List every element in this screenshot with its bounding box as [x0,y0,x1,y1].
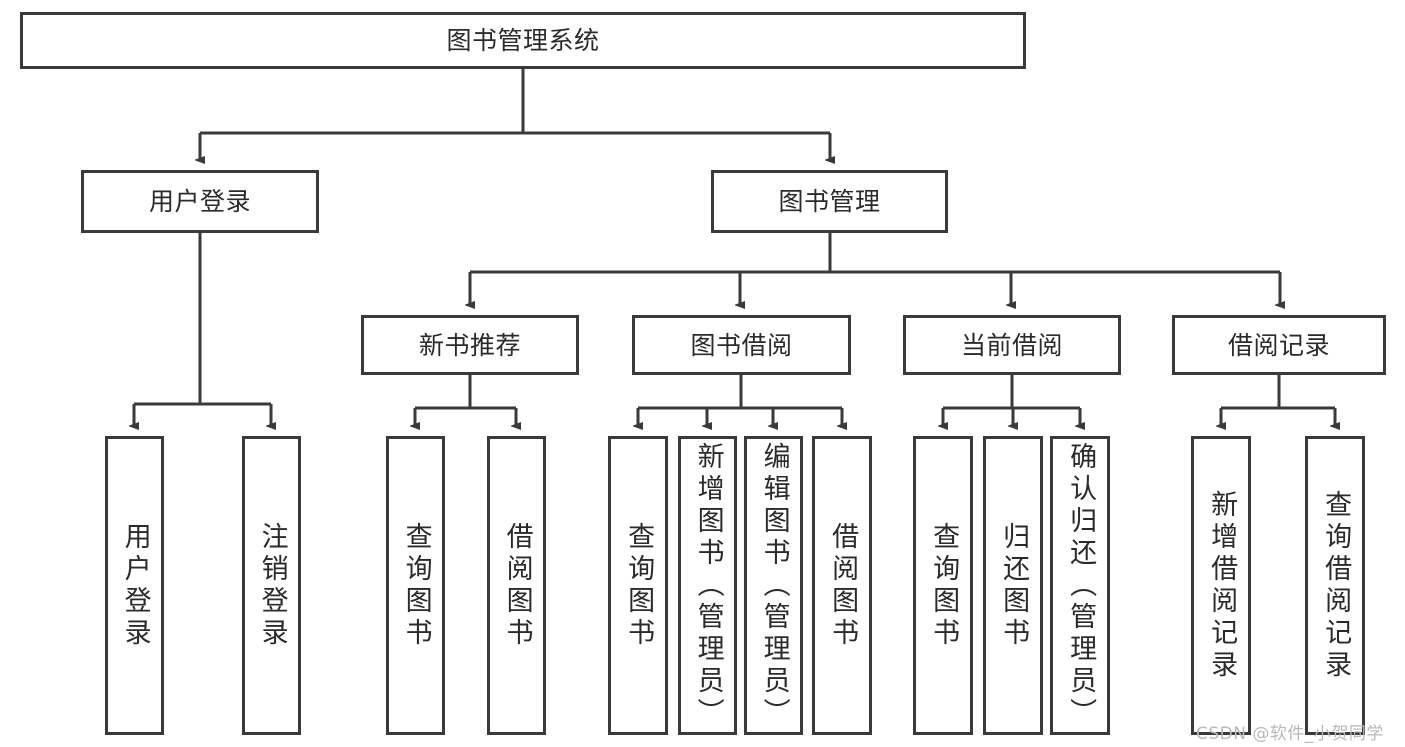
node-leaf-7-label: 借阅图书 [827,521,859,650]
node-leaf-0-label: 用户登录 [119,521,151,650]
node-leaf-5-label: 新增图书（管理员） [692,441,724,730]
node-level2-book-management-label: 图书管理 [778,187,881,216]
node-level3-borrow-record-label: 借阅记录 [1227,330,1330,360]
node-level3-book-borrow[interactable]: 图书借阅 [632,315,851,375]
node-leaf-7[interactable]: 借阅图书 [812,436,872,735]
node-level3-current-borrow[interactable]: 当前借阅 [903,315,1121,375]
node-leaf-6[interactable]: 编辑图书（管理员） [744,436,803,735]
node-leaf-4[interactable]: 查询图书 [608,436,668,735]
node-level3-book-borrow-label: 图书借阅 [690,330,793,360]
node-leaf-3[interactable]: 借阅图书 [487,436,546,735]
node-leaf-2-label: 查询图书 [400,521,432,650]
node-leaf-4-label: 查询图书 [623,521,655,650]
node-leaf-9[interactable]: 归还图书 [983,436,1043,735]
node-leaf-3-label: 借阅图书 [501,521,533,650]
node-leaf-11[interactable]: 新增借阅记录 [1191,436,1251,735]
node-leaf-8-label: 查询图书 [928,521,960,650]
node-level3-current-borrow-label: 当前借阅 [960,330,1063,360]
csdn-watermark: CSDN @软件_小贺同学 [1196,724,1384,744]
node-level2-user-login[interactable]: 用户登录 [81,170,319,233]
node-leaf-12[interactable]: 查询借阅记录 [1305,436,1365,735]
node-level2-book-management[interactable]: 图书管理 [711,170,948,233]
node-root[interactable]: 图书管理系统 [20,12,1026,69]
node-leaf-11-label: 新增借阅记录 [1206,489,1238,682]
node-leaf-8[interactable]: 查询图书 [913,436,973,735]
node-leaf-5[interactable]: 新增图书（管理员） [678,436,737,735]
node-level3-new-book-recommend-label: 新书推荐 [418,330,521,360]
node-leaf-1[interactable]: 注销登录 [242,436,301,735]
node-root-label: 图书管理系统 [446,26,600,55]
node-level2-user-login-label: 用户登录 [148,187,251,216]
node-leaf-0[interactable]: 用户登录 [105,436,164,735]
node-leaf-12-label: 查询借阅记录 [1320,489,1352,682]
node-leaf-1-label: 注销登录 [256,521,288,650]
node-level3-borrow-record[interactable]: 借阅记录 [1172,315,1386,375]
node-leaf-9-label: 归还图书 [998,521,1030,650]
node-leaf-2[interactable]: 查询图书 [386,436,445,735]
node-leaf-6-label: 编辑图书（管理员） [758,441,790,730]
node-leaf-10-label: 确认归还（管理员） [1065,441,1097,730]
node-level3-new-book-recommend[interactable]: 新书推荐 [361,315,579,375]
node-leaf-10[interactable]: 确认归还（管理员） [1050,436,1110,735]
